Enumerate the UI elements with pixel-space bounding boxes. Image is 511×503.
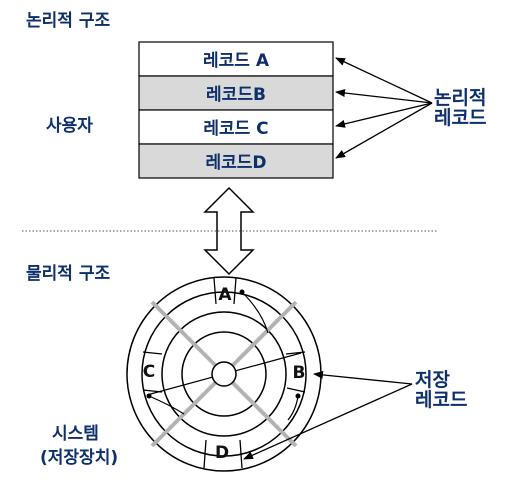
disk-sector-a: A (218, 285, 232, 305)
disk-hub (211, 361, 237, 387)
user-label: 사용자 (46, 116, 93, 136)
disk-sector-c: C (143, 362, 155, 382)
record-d-tick-left (203, 439, 207, 469)
record-a-pointer (241, 291, 269, 334)
storage-record-arrows (243, 370, 413, 460)
record-c-tick-bottom (142, 389, 163, 393)
record-a-label: 레코드 A (203, 51, 270, 71)
record-b-tick-top (285, 351, 306, 355)
record-c-pointer-dot (146, 393, 152, 399)
record-a-pointer-dot (239, 289, 245, 295)
record-c-pointer (148, 395, 185, 415)
system-label-line1: 시스템 (52, 424, 99, 444)
record-b-label: 레코드B (206, 85, 266, 105)
disk-track-inner (181, 331, 267, 417)
logical-record-label-line2: 레코드 (434, 107, 486, 129)
logical-record-label-line1: 논리적 (434, 87, 486, 109)
record-a-box (138, 41, 334, 77)
disk-track-middle (161, 311, 287, 437)
record-a-tick-left (213, 277, 217, 305)
system-label-line2: (저장장치) (40, 448, 118, 468)
record-d-label: 레코드D (205, 153, 266, 173)
record-c-label: 레코드 C (203, 119, 268, 139)
arrow-to-sector-b (313, 370, 413, 385)
record-c-tick-top (142, 351, 163, 355)
arrow-to-record-a (335, 57, 433, 104)
logical-structure-title: 논리적 구조 (26, 11, 110, 31)
disk-sector-d: D (215, 443, 229, 463)
arrow-to-record-c (335, 102, 433, 128)
record-a-tick-right (233, 277, 237, 305)
disk-sector-b: B (293, 363, 306, 383)
arrow-to-sector-d (243, 383, 413, 460)
storage-record-label-line2: 레코드 (415, 389, 467, 411)
arrow-to-record-b (335, 89, 433, 104)
record-b-box (138, 75, 334, 111)
disk-track-outer (141, 291, 307, 457)
record-d-tick-right (239, 439, 243, 469)
arrow-to-record-d (335, 102, 433, 159)
disk: A B C D (126, 276, 322, 472)
record-stack: 레코드 A 레코드B 레코드 C 레코드D (138, 41, 334, 179)
record-d-box (138, 143, 334, 179)
record-b-tick-bottom (286, 387, 306, 393)
record-b-pointer-dot (295, 393, 301, 399)
storage-record-label-line1: 저장 (415, 369, 450, 391)
physical-structure-title: 물리적 구조 (26, 264, 110, 284)
record-c-box (138, 109, 334, 145)
logical-record-arrows (335, 57, 433, 159)
